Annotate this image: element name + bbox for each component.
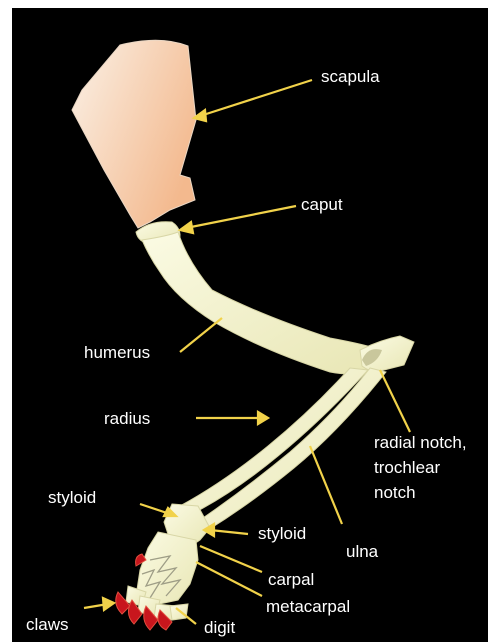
label-styloid-right: styloid	[258, 524, 306, 544]
label-styloid-left: styloid	[48, 488, 96, 508]
label-trochlear: trochlear	[374, 455, 484, 480]
ulna-bone	[200, 368, 386, 530]
label-digit: digit	[204, 618, 235, 638]
arrow-scapula	[200, 80, 312, 116]
radius-bone	[180, 368, 368, 516]
arrow-styloid-right	[210, 530, 248, 534]
label-claws: claws	[26, 615, 69, 635]
humerus-bone	[142, 232, 380, 374]
label-humerus: humerus	[84, 343, 150, 363]
label-scapula: scapula	[321, 67, 380, 87]
arrow-caput	[186, 206, 296, 228]
arrow-radial-notch	[380, 370, 410, 432]
label-radial-notch: radial notch,	[374, 430, 484, 455]
label-caput: caput	[301, 195, 343, 215]
arrow-ulna	[310, 446, 342, 524]
label-carpal: carpal	[268, 570, 314, 590]
label-metacarpal: metacarpal	[266, 597, 350, 617]
scapula-bone	[72, 40, 196, 228]
label-ulna: ulna	[346, 542, 378, 562]
arrow-humerus	[180, 318, 222, 352]
label-radius: radius	[104, 409, 150, 429]
label-notch: notch	[374, 480, 484, 505]
label-radial-notch-group: radial notch, trochlear notch	[374, 430, 484, 505]
